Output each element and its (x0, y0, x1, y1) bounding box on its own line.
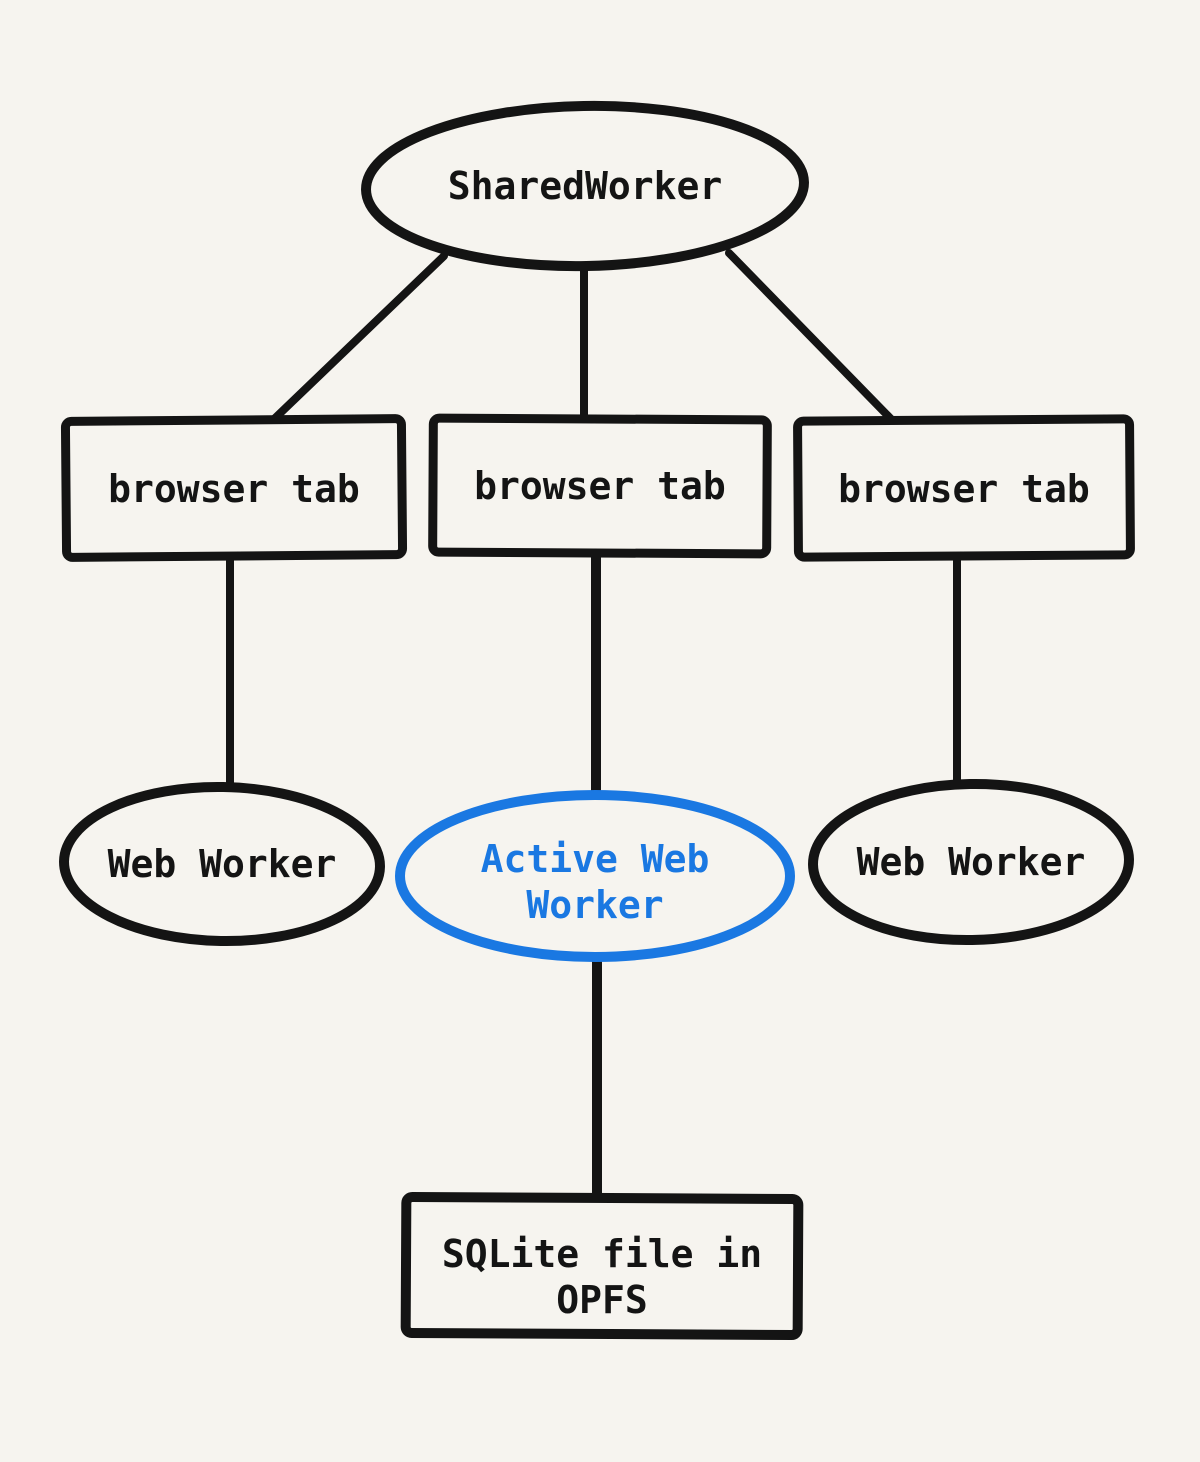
sqlite-opfs-node (400, 1192, 804, 1340)
web-worker-right-label: Web Worker (857, 840, 1086, 884)
sqlite-opfs-label-line2: OPFS (556, 1278, 648, 1322)
active-web-worker-label-line2: Worker (526, 883, 663, 927)
browser-tab-node-right (793, 414, 1135, 562)
browser-tab-node-left (60, 414, 408, 562)
browser-tab-right-label: browser tab (838, 467, 1090, 511)
connector-sharedworker-to-tab-left (268, 252, 448, 425)
active-web-worker-node (395, 790, 795, 962)
shared-worker-node (361, 100, 809, 272)
browser-tab-node-middle (428, 413, 772, 559)
sqlite-opfs-label-line1: SQLite file in (442, 1232, 762, 1276)
connector-sharedworker-to-tab-right (725, 249, 897, 425)
web-worker-node-left (59, 781, 385, 947)
web-worker-node-right (808, 778, 1134, 946)
shared-worker-label: SharedWorker (448, 164, 723, 208)
browser-tab-middle-label: browser tab (474, 464, 726, 508)
browser-tab-left-label: browser tab (108, 467, 360, 511)
active-web-worker-label-line1: Active Web (481, 837, 710, 881)
web-worker-left-label: Web Worker (108, 842, 337, 886)
